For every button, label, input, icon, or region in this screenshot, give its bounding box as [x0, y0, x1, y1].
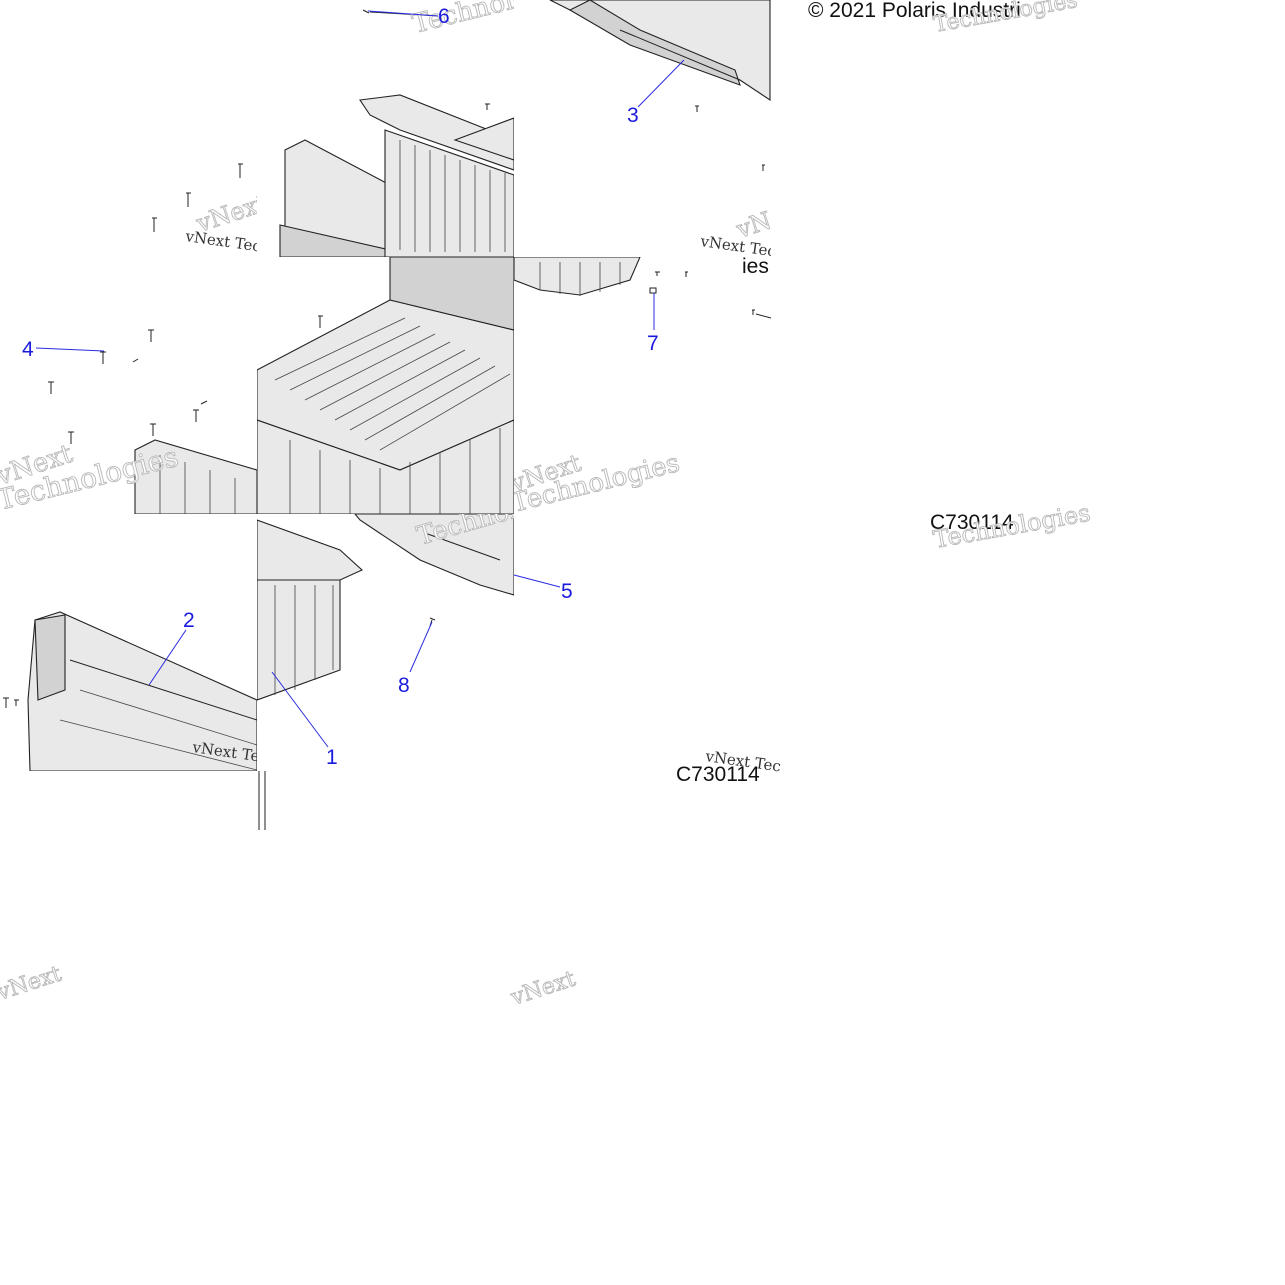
tile-lower-middle: Technologies — [257, 514, 514, 701]
tile-middle-left: vNext Technologies — [0, 329, 257, 514]
callout-7: 7 — [647, 293, 659, 355]
callout-label: 8 — [398, 674, 410, 697]
tile-center — [257, 257, 514, 514]
callout-6: 6 — [367, 5, 450, 28]
callout-2: 2 — [148, 609, 195, 686]
screw-group-a — [152, 163, 243, 232]
watermark-technologies: Technologies — [508, 448, 682, 519]
watermark-text: vNext Tec — [698, 232, 777, 261]
tile-upper-middle: Technologies — [279, 0, 583, 257]
watermark-fragment: vNext — [0, 962, 65, 1007]
callout-label: 4 — [22, 338, 34, 361]
tile-lower-left: vNext Tec — [3, 611, 257, 771]
rib-lines — [399, 140, 506, 252]
callout-1: 1 — [271, 671, 338, 769]
watermark-technologies: Technologies — [931, 499, 1092, 554]
callout-3: 3 — [627, 59, 685, 127]
callout-4: 4 — [22, 338, 105, 361]
callout-label: 3 — [627, 104, 639, 127]
watermark-brand: vNext — [732, 195, 810, 244]
drawing-code: C730114 — [930, 511, 1014, 534]
tile-upper-right: vNext Tec vNext — [549, 0, 810, 261]
screw-group-b — [48, 329, 208, 444]
floor-ribs — [274, 317, 511, 451]
callout-label: 7 — [647, 332, 659, 355]
callout-label: 1 — [326, 746, 338, 769]
copyright-fragment: ies Inc. — [742, 255, 809, 278]
sliver-edge — [258, 771, 266, 830]
watermark-brand: vNext — [192, 189, 270, 238]
watermark-fragment: vNext — [507, 967, 579, 1012]
tile-middle-right: ies Inc. vNext Technologies — [508, 255, 809, 519]
watermark-text: vNext Tec — [183, 227, 262, 256]
watermark-technologies: Technologies — [409, 0, 583, 40]
drawing-code-fragment: C730114 — [676, 763, 760, 786]
callout-5: 5 — [513, 574, 573, 603]
callout-label: 2 — [183, 609, 195, 632]
copyright-text: © 2021 Polaris Industri — [808, 0, 1021, 22]
callout-label: 6 — [438, 5, 450, 28]
callout-8: 8 — [398, 621, 433, 697]
callout-label: 5 — [561, 580, 573, 603]
